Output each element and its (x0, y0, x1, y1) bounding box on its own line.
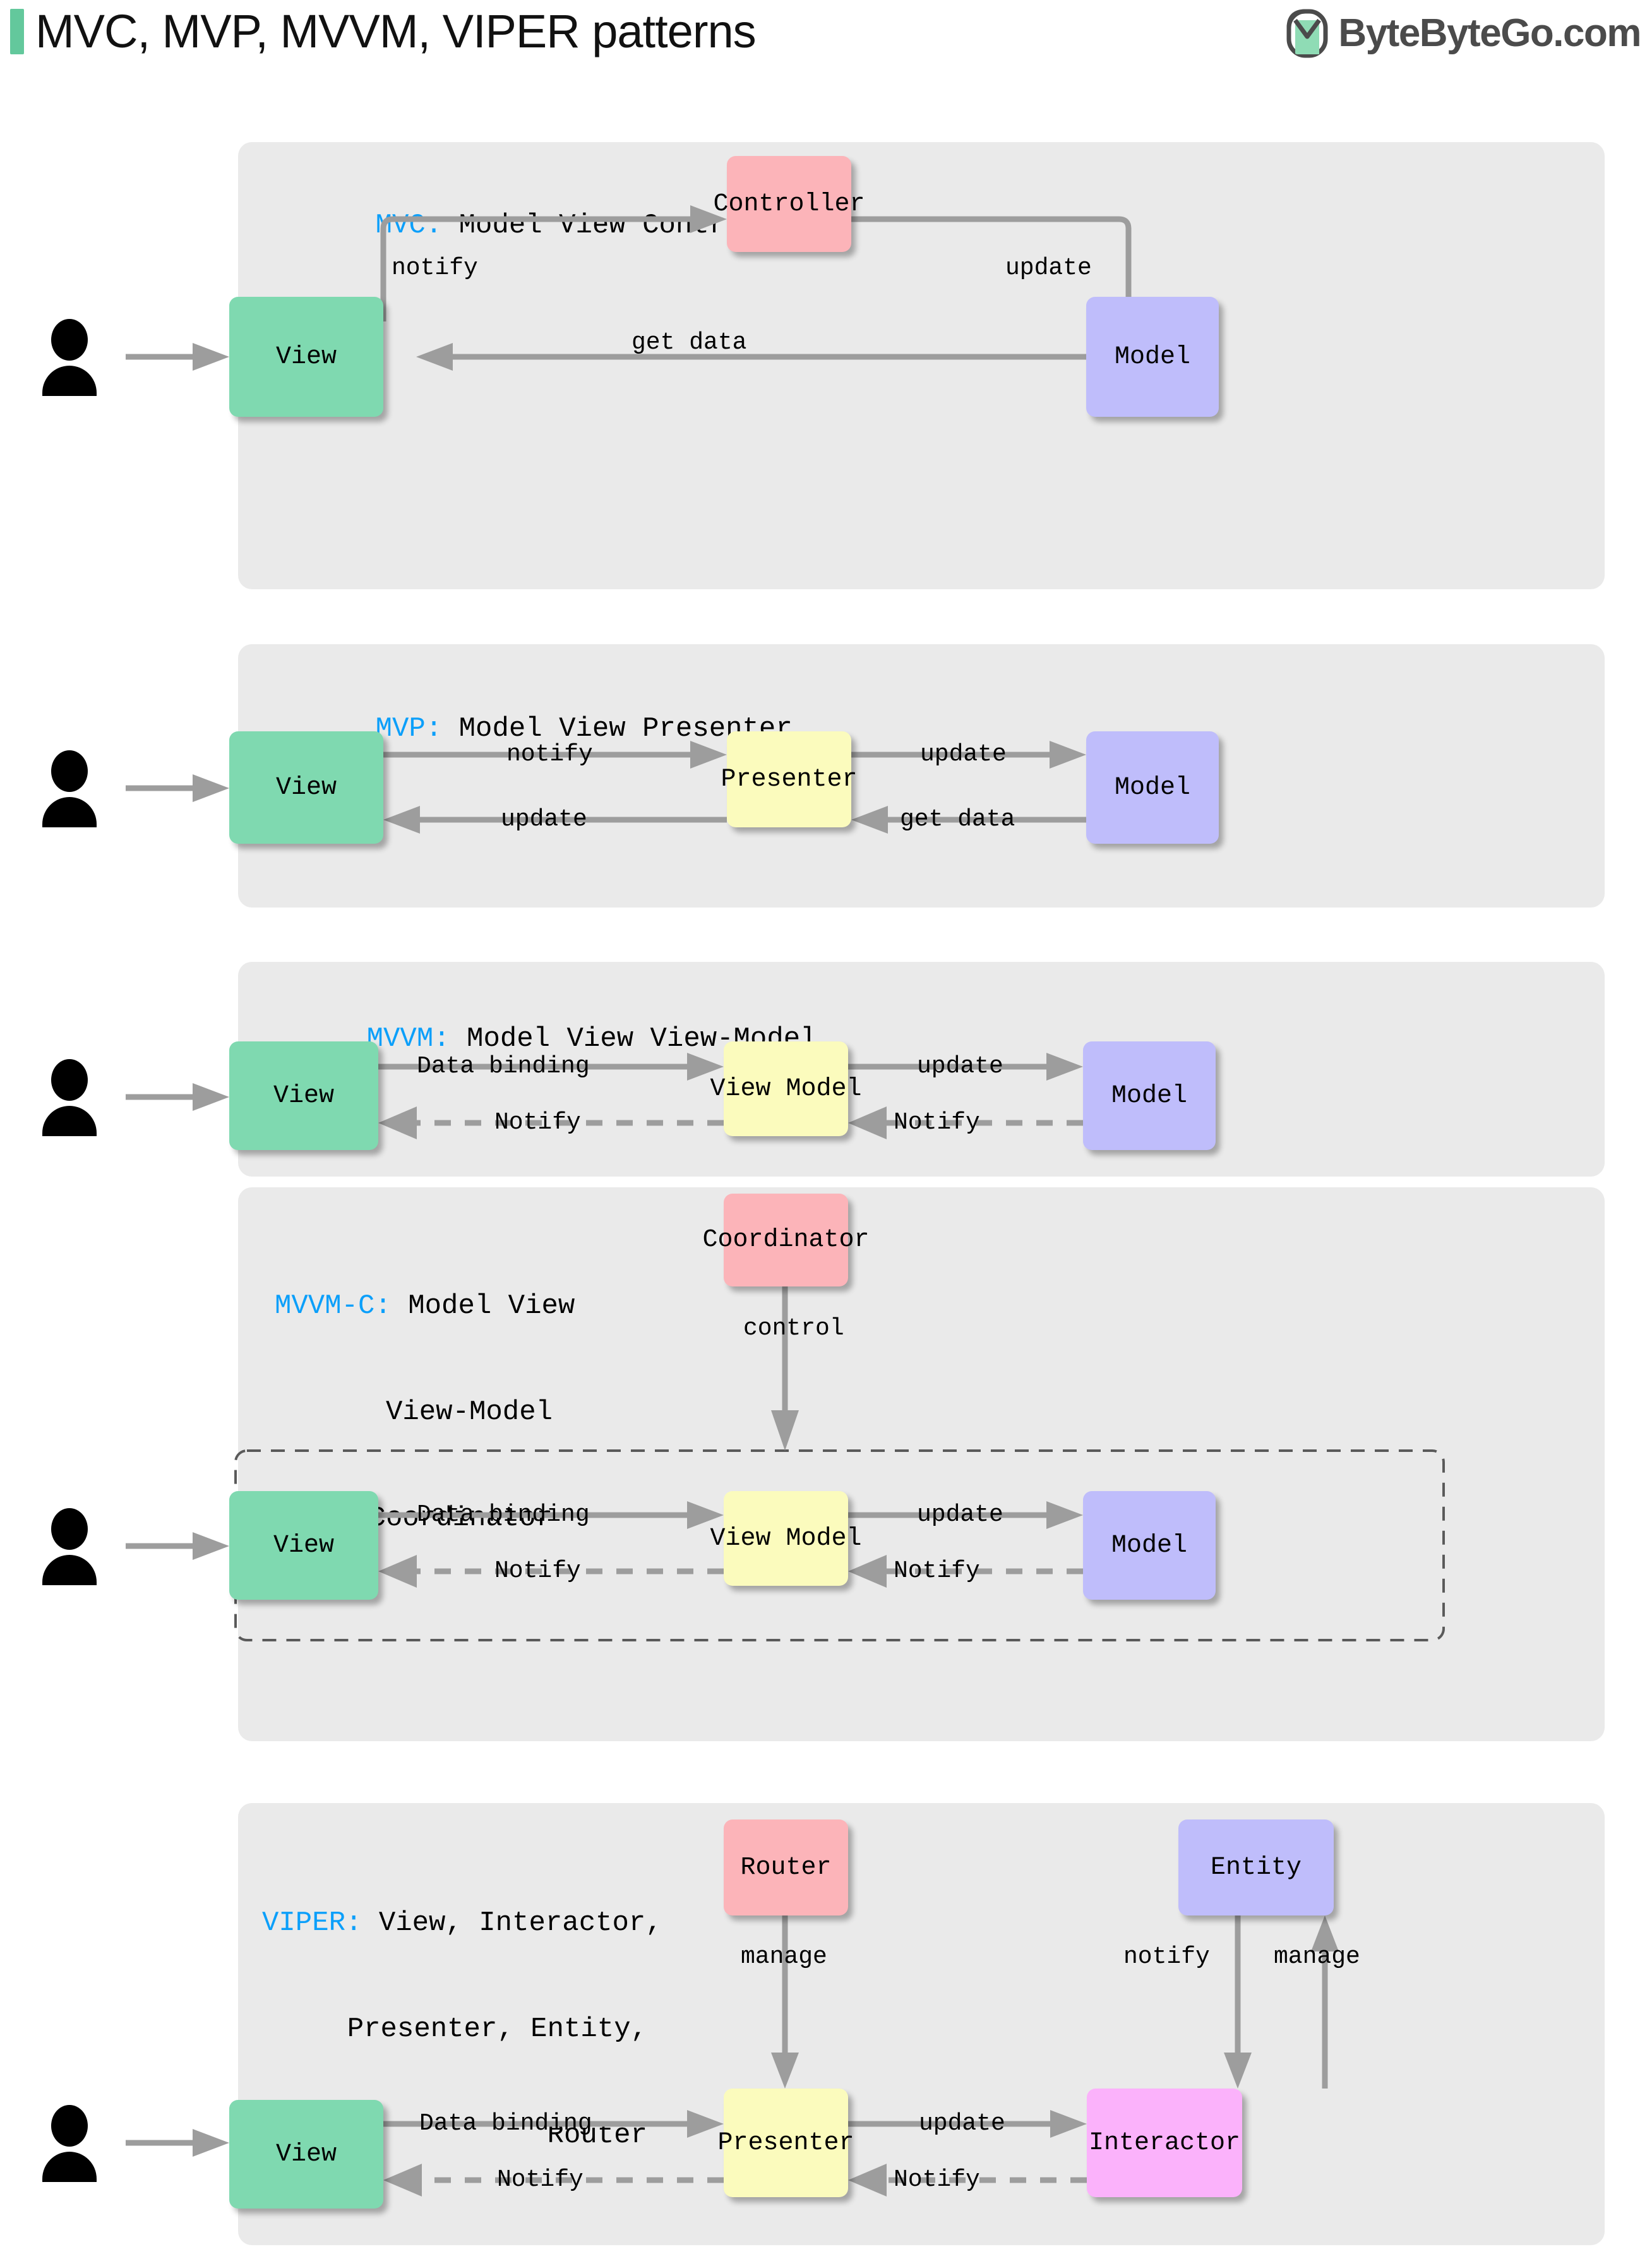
node-view-model[interactable]: View Model (710, 1491, 862, 1586)
node-router[interactable]: Router (724, 1819, 848, 1915)
node-presenter[interactable]: Presenter (721, 731, 858, 827)
panel-tag-mvc: MVC: (375, 210, 443, 241)
brand-name: ByteByteGo.com (1338, 11, 1641, 55)
user-icon (42, 319, 97, 396)
panel-tag-mvvm: MVVM: (366, 1023, 450, 1055)
edge-label-manage-entity: manage (1274, 1943, 1360, 1970)
edge-label-get-data: get data (900, 806, 1015, 833)
panel-title-viper-l1: View, Interactor, (362, 1907, 662, 1939)
panel-tag-mvvmc: MVVM-C: (275, 1290, 392, 1322)
edge-label-notify-i-p: Notify (894, 2166, 980, 2193)
edge-label-update: update (917, 1053, 1003, 1080)
node-model[interactable]: Model (1083, 1041, 1216, 1150)
brand-logo-group: ByteByteGo.com (1286, 9, 1641, 58)
page-title: MVC, MVP, MVVM, VIPER patterns (35, 5, 757, 57)
node-view[interactable]: View (229, 731, 383, 844)
page-header: MVC, MVP, MVVM, VIPER patterns ByteByteG… (0, 0, 1652, 69)
panel-mvvmc: MVVM-C: Model View View-Model Coordinato… (42, 1187, 1605, 1741)
edge-label-data-binding: Data binding (419, 2110, 592, 2137)
edge-label-notify: notify (392, 255, 478, 282)
edge-label-notify-m-vm: Notify (894, 1557, 980, 1585)
edge-label-notify-entity: notify (1123, 1943, 1210, 1970)
node-model[interactable]: Model (1086, 297, 1219, 417)
node-presenter[interactable]: Presenter (717, 2089, 854, 2197)
user-icon (42, 1059, 97, 1136)
edge-label-update: update (919, 2110, 1005, 2137)
user-icon (42, 2105, 97, 2182)
panel-title-mvp: Model View Presenter (442, 713, 793, 745)
panel-viper: VIPER: View, Interactor, Presenter, Enti… (42, 1803, 1605, 2245)
edge-label-data-binding: Data binding (417, 1501, 590, 1528)
node-controller[interactable]: Controller (713, 156, 865, 252)
title-accent-bar (10, 9, 24, 54)
node-view[interactable]: View (229, 1491, 378, 1600)
edge-label-get-data: get data (631, 329, 747, 356)
edge-label-update: update (1005, 255, 1092, 282)
user-icon (42, 1508, 97, 1585)
node-view[interactable]: View (229, 297, 383, 417)
node-model[interactable]: Model (1086, 731, 1219, 844)
node-model[interactable]: Model (1083, 1491, 1216, 1600)
edge-label-update-vp: update (501, 806, 587, 833)
node-interactor[interactable]: Interactor (1087, 2089, 1242, 2197)
edge-label-data-binding: Data binding (417, 1053, 590, 1080)
panel-title-viper-l2: Presenter, Entity, (347, 2013, 647, 2045)
edge-label-manage-router: manage (741, 1943, 827, 1970)
node-view[interactable]: View (229, 1041, 378, 1150)
edge-label-control: control (743, 1315, 844, 1342)
edge-label-notify-vm-v: Notify (494, 1109, 581, 1136)
edge-label-update-pm: update (920, 741, 1007, 768)
edge-label-update: update (917, 1501, 1003, 1528)
edge-label-notify-p-v: Notify (497, 2166, 584, 2193)
panel-mvp: MVP: Model View Presenter View Presenter… (42, 644, 1605, 908)
node-view-model[interactable]: View Model (710, 1041, 862, 1136)
bytebytego-logo-icon (1286, 9, 1328, 58)
user-icon (42, 750, 97, 827)
panel-tag-viper: VIPER: (262, 1907, 362, 1939)
edge-label-notify-m-vm: Notify (894, 1109, 980, 1136)
edge-label-notify: notify (506, 741, 593, 768)
panel-mvc: MVC: Model View Controller View Controll… (42, 142, 1605, 589)
node-view[interactable]: View (229, 2100, 383, 2209)
panel-title-mvvmc-l1: Model View (391, 1290, 575, 1322)
panel-title-mvvmc-l2: View-Model (385, 1396, 553, 1428)
node-coordinator[interactable]: Coordinator (702, 1194, 870, 1286)
panel-mvvm: MVVM: Model View View-Model View View Mo… (42, 962, 1605, 1177)
node-entity[interactable]: Entity (1178, 1819, 1334, 1915)
edge-label-notify-vm-v: Notify (494, 1557, 581, 1585)
panel-tag-mvp: MVP: (375, 713, 443, 745)
